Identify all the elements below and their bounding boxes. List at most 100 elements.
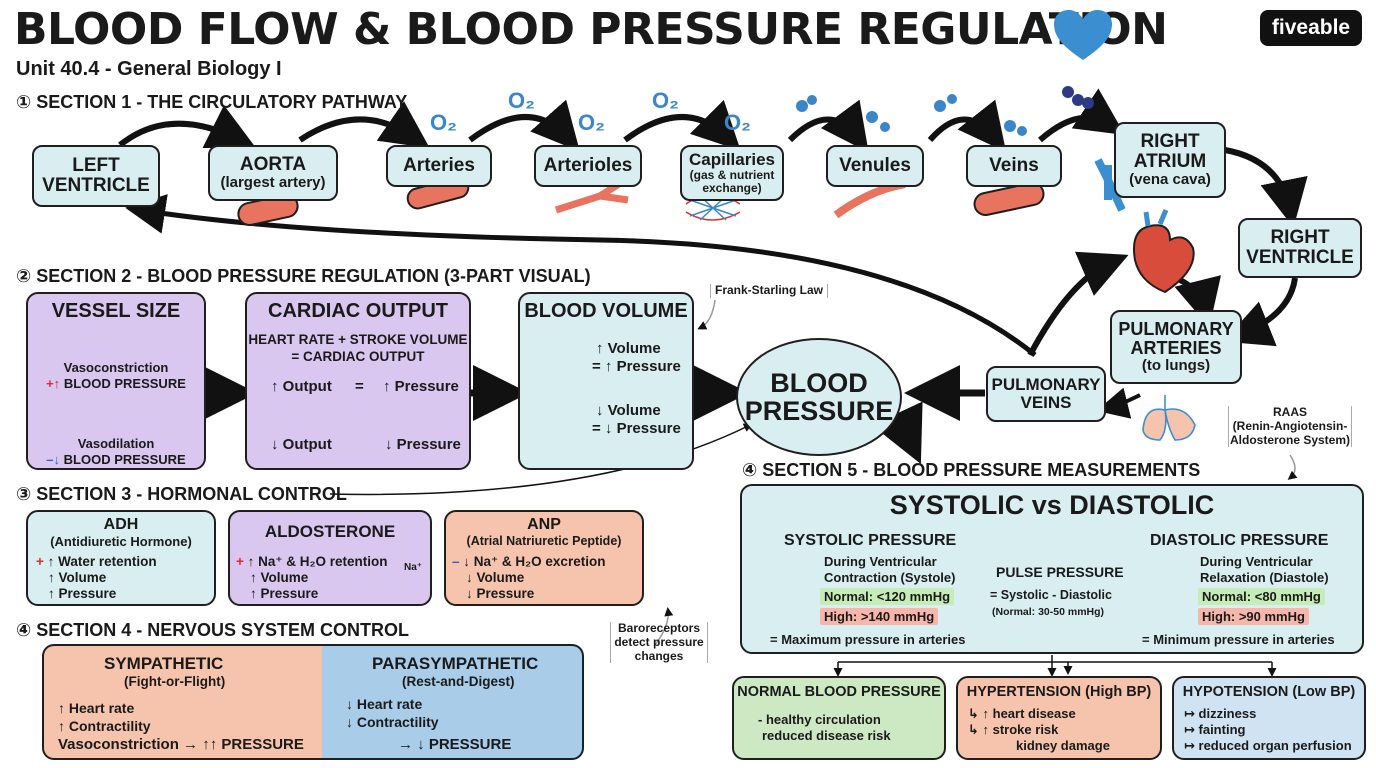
pulse-pressure-formula: = Systolic - Diastolic: [990, 588, 1112, 602]
adh-box: ADH (Antidiuretic Hormone) + ↑ Water ret…: [26, 510, 216, 606]
node-right-atrium: RIGHT ATRIUM (vena cava): [1114, 122, 1226, 198]
heart-icon: [1052, 8, 1114, 64]
node-aorta: AORTA (largest artery): [208, 145, 338, 201]
volume-up-line2: = ↑ Pressure: [592, 358, 681, 375]
section2-heading: ② SECTION 2 - BLOOD PRESSURE REGULATION …: [16, 266, 591, 286]
vasoconstriction-label: Vasoconstriction: [63, 360, 169, 375]
hypotension-box: HYPOTENSION (Low BP) ↦ dizziness ↦ faint…: [1172, 676, 1366, 760]
sympathetic-line1: ↑ Heart rate: [58, 700, 135, 716]
systolic-vs-diastolic-title: SYSTOLIC vs DIASTOLIC: [889, 490, 1215, 520]
blood-pressure-center: BLOOD PRESSURE: [736, 338, 902, 456]
hypertension-box: HYPERTENSION (High BP) ↳ ↑ heart disease…: [956, 676, 1162, 760]
o2-label-3: O₂: [578, 110, 605, 135]
node-arterioles: Arterioles: [534, 145, 642, 187]
node-veins: Veins: [966, 145, 1062, 187]
blood-volume-box: BLOOD VOLUME ↑ Volume = ↑ Pressure ↓ Vol…: [518, 292, 694, 470]
parasympathetic-title: PARASYMPATHETIC: [372, 654, 539, 673]
sympathetic-line3: Vasoconstriction → ↑↑ PRESSURE: [58, 736, 304, 753]
systolic-footer: = Maximum pressure in arteries: [770, 632, 966, 647]
diastolic-high: High: >90 mmHg: [1198, 608, 1309, 625]
node-arteries: Arteries: [386, 145, 492, 187]
diastolic-title: DIASTOLIC PRESSURE: [1150, 532, 1329, 549]
hypertension-line2: ↳ ↑ stroke risk: [968, 722, 1059, 737]
hypertension-line3: kidney damage: [1016, 738, 1110, 753]
vasodilation-label: Vasodilation: [77, 436, 155, 451]
page-title: BLOOD FLOW & BLOOD PRESSURE REGULATION: [14, 4, 1168, 55]
sympathetic-line2: ↑ Contractility: [58, 718, 151, 734]
blood-volume-title: BLOOD VOLUME: [524, 300, 688, 322]
o2-label-4: O₂: [652, 88, 679, 113]
normal-bp-box: NORMAL BLOOD PRESSURE - healthy circulat…: [732, 676, 946, 760]
pulse-pressure-title: PULSE PRESSURE: [996, 564, 1124, 580]
down-output-label: ↓ Output: [271, 436, 332, 453]
hypertension-line1: ↳ ↑ heart disease: [968, 706, 1076, 721]
node-venules: Venules: [826, 145, 924, 187]
normal-bp-line2: reduced disease risk: [762, 728, 891, 743]
volume-down-line1: ↓ Volume: [596, 402, 661, 419]
hypertension-title: HYPERTENSION (High BP): [966, 684, 1152, 700]
section5-heading: ④ SECTION 5 - BLOOD PRESSURE MEASUREMENT…: [742, 460, 1201, 480]
down-pressure-label: ↓ Pressure: [385, 436, 461, 453]
systolic-desc2: Contraction (Systole): [824, 570, 956, 585]
cardiac-output-box: CARDIAC OUTPUT HEART RATE + STROKE VOLUM…: [245, 292, 471, 470]
adh-line2: ↑ Volume: [48, 570, 107, 585]
diastolic-desc2: Relaxation (Diastole): [1200, 570, 1329, 585]
systolic-normal: Normal: <120 mmHg: [820, 588, 955, 605]
vessel-size-title: VESSEL SIZE: [51, 300, 181, 322]
aldosterone-title: ALDOSTERONE: [264, 522, 396, 541]
sympathetic-title: SYMPATHETIC: [104, 654, 224, 673]
node-pulmonary-veins: PULMONARY VEINS: [986, 366, 1106, 422]
anp-line3: ↓ Pressure: [466, 586, 535, 601]
vessel-size-box: VESSEL SIZE Vasoconstriction +↑ BLOOD PR…: [26, 292, 206, 470]
sodium-badge: Na⁺: [404, 562, 423, 573]
volume-down-line2: = ↓ Pressure: [592, 420, 681, 437]
hypotension-line1: ↦ dizziness: [1184, 706, 1257, 721]
vasodilation-effect: –↓ BLOOD PRESSURE: [46, 452, 186, 467]
parasympathetic-line2: ↓ Contractility: [346, 714, 439, 730]
page-subtitle: Unit 40.4 - General Biology I: [16, 58, 282, 80]
systolic-high: High: >140 mmHg: [820, 608, 939, 625]
aldosterone-line2: ↑ Volume: [250, 570, 309, 585]
fiveable-logo: fiveable: [1260, 10, 1362, 46]
node-pulmonary-arteries: PULMONARY ARTERIES (to lungs): [1110, 310, 1242, 384]
anp-title: ANP: [527, 516, 561, 533]
adh-line1: + ↑ Water retention: [36, 554, 157, 569]
section3-heading: ③ SECTION 3 - HORMONAL CONTROL: [16, 484, 347, 504]
vasoconstriction-effect: +↑ BLOOD PRESSURE: [46, 376, 186, 391]
diastolic-desc1: During Ventricular: [1200, 554, 1313, 569]
measurement-box: SYSTOLIC vs DIASTOLIC SYSTOLIC PRESSURE …: [740, 484, 1364, 654]
parasympathetic-subtitle: (Rest-and-Digest): [402, 674, 515, 689]
adh-title: ADH: [103, 516, 139, 533]
pulse-pressure-normal: (Normal: 30-50 mmHg): [992, 606, 1105, 618]
cardiac-formula-line1: HEART RATE + STROKE VOLUME: [248, 332, 468, 347]
o2-label-2: O₂: [508, 88, 535, 113]
cardiac-formula-line2: = CARDIAC OUTPUT: [291, 349, 425, 364]
baroreceptors-note: Baroreceptors detect pressure changes: [610, 621, 708, 664]
systolic-title: SYSTOLIC PRESSURE: [784, 532, 957, 549]
o2-label-5: O₂: [724, 110, 751, 135]
aldosterone-box: ALDOSTERONE + ↑ Na⁺ & H₂O retention ↑ Vo…: [228, 510, 432, 606]
adh-line3: ↑ Pressure: [48, 586, 117, 601]
adh-subtitle: (Antidiuretic Hormone): [50, 534, 192, 549]
anp-line1: – ↓ Na⁺ & H₂O excretion: [452, 554, 606, 569]
node-left-ventricle: LEFT VENTRICLE: [32, 145, 160, 207]
anp-line2: ↓ Volume: [466, 570, 525, 585]
o2-label-1: O₂: [430, 110, 457, 135]
up-pressure-label: ↑ Pressure: [383, 378, 459, 395]
volume-up-line1: ↑ Volume: [596, 340, 661, 357]
frank-starling-note: Frank-Starling Law: [710, 283, 829, 298]
systolic-desc1: During Ventricular: [824, 554, 937, 569]
node-capillaries: Capillaries (gas & nutrient exchange): [680, 145, 784, 201]
anp-box: ANP (Atrial Natriuretic Peptide) – ↓ Na⁺…: [444, 510, 644, 606]
section4-heading: ④ SECTION 4 - NERVOUS SYSTEM CONTROL: [16, 620, 409, 640]
node-right-ventricle: RIGHT VENTRICLE: [1238, 218, 1362, 278]
sympathetic-subtitle: (Fight-or-Flight): [124, 674, 226, 689]
hypotension-line2: ↦ fainting: [1184, 722, 1246, 737]
parasympathetic-box: PARASYMPATHETIC (Rest-and-Digest) ↓ Hear…: [322, 644, 584, 760]
diastolic-footer: = Minimum pressure in arteries: [1142, 632, 1335, 647]
raas-note: RAAS (Renin-Angiotensin- Aldosterone Sys…: [1228, 405, 1352, 448]
parasympathetic-line1: ↓ Heart rate: [346, 696, 423, 712]
diastolic-normal: Normal: <80 mmHg: [1198, 588, 1325, 605]
section1-heading: ① SECTION 1 - THE CIRCULATORY PATHWAY: [16, 92, 408, 112]
hypotension-line3: ↦ reduced organ perfusion: [1184, 738, 1352, 753]
